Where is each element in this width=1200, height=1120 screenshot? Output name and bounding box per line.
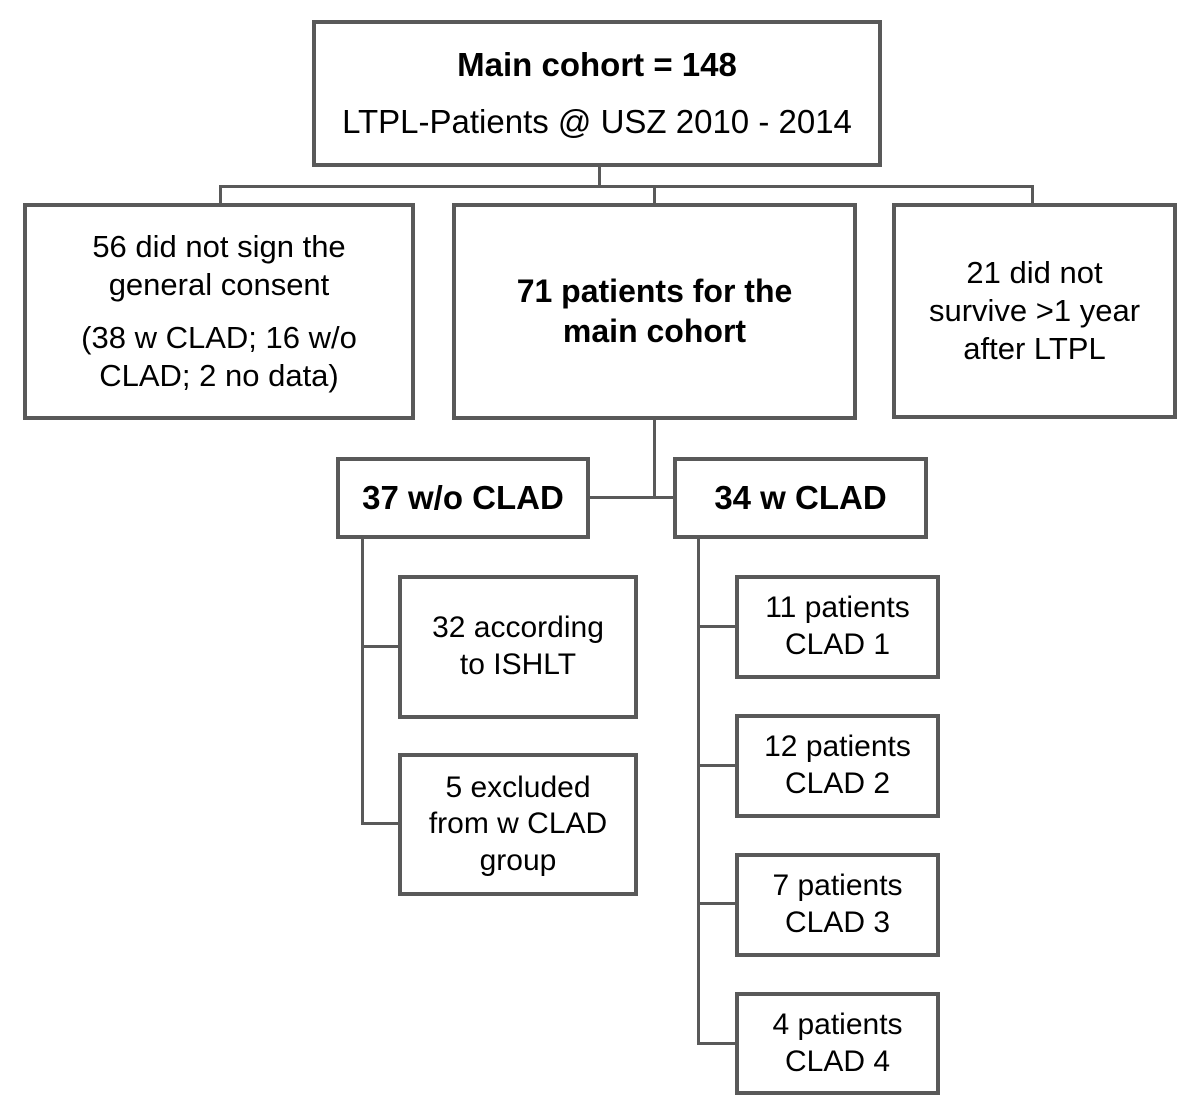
excluded-label: 5 excluded from w CLAD group bbox=[428, 770, 608, 877]
connector-drop-no-survival bbox=[1031, 185, 1034, 205]
node-clad4: 4 patients CLAD 4 bbox=[735, 992, 940, 1095]
connector-drop-main-71 bbox=[653, 185, 656, 205]
node-wo-clad: 37 w/o CLAD bbox=[336, 457, 590, 539]
node-main-cohort: Main cohort = 148 LTPL-Patients @ USZ 20… bbox=[312, 20, 882, 167]
connector-wo-clad-stem bbox=[361, 539, 364, 825]
main-cohort-title: Main cohort = 148 bbox=[457, 46, 737, 84]
clad4-label: 4 patients CLAD 4 bbox=[772, 1007, 903, 1078]
clad3-label: 7 patients CLAD 3 bbox=[772, 869, 903, 939]
connector-branch-clad4 bbox=[697, 1042, 735, 1045]
no-survival-label: 21 did not survive >1 year after LTPL bbox=[928, 255, 1141, 366]
connector-main-stem bbox=[598, 167, 601, 188]
clad1-label: 11 patients CLAD 1 bbox=[765, 591, 910, 661]
node-excluded: 5 excluded from w CLAD group bbox=[398, 753, 638, 896]
node-clad2: 12 patients CLAD 2 bbox=[735, 714, 940, 818]
no-consent-detail: (38 w CLAD; 16 w/o CLAD; 2 no data) bbox=[81, 320, 357, 393]
node-w-clad: 34 w CLAD bbox=[673, 457, 928, 539]
connector-branch-clad3 bbox=[697, 902, 735, 905]
node-clad1: 11 patients CLAD 1 bbox=[735, 575, 940, 679]
connector-drop-no-consent bbox=[219, 185, 222, 205]
connector-71-stem bbox=[653, 420, 656, 499]
connector-branch-clad2 bbox=[697, 764, 735, 767]
connector-top-horizontal bbox=[219, 185, 1034, 188]
connector-w-clad-stem bbox=[697, 539, 700, 1045]
w-clad-label: 34 w CLAD bbox=[714, 478, 887, 516]
ishlt-label: 32 according to ISHLT bbox=[432, 611, 604, 681]
connector-branch-clad1 bbox=[697, 625, 735, 628]
node-main-cohort-71: 71 patients for the main cohort bbox=[452, 203, 857, 420]
node-no-consent: 56 did not sign the general consent (38 … bbox=[23, 203, 415, 420]
no-consent-text: 56 did not sign the general consent bbox=[92, 229, 346, 303]
wo-clad-label: 37 w/o CLAD bbox=[362, 478, 564, 516]
main-71-label: 71 patients for the main cohort bbox=[516, 273, 793, 349]
connector-mid-horizontal bbox=[590, 496, 673, 499]
node-ishlt: 32 according to ISHLT bbox=[398, 575, 638, 719]
main-cohort-subtitle: LTPL-Patients @ USZ 2010 - 2014 bbox=[342, 102, 852, 140]
node-clad3: 7 patients CLAD 3 bbox=[735, 853, 940, 957]
connector-branch-excluded bbox=[361, 822, 398, 825]
node-no-survival: 21 did not survive >1 year after LTPL bbox=[892, 203, 1177, 419]
connector-branch-ishlt bbox=[361, 645, 398, 648]
clad2-label: 12 patients CLAD 2 bbox=[764, 730, 911, 800]
